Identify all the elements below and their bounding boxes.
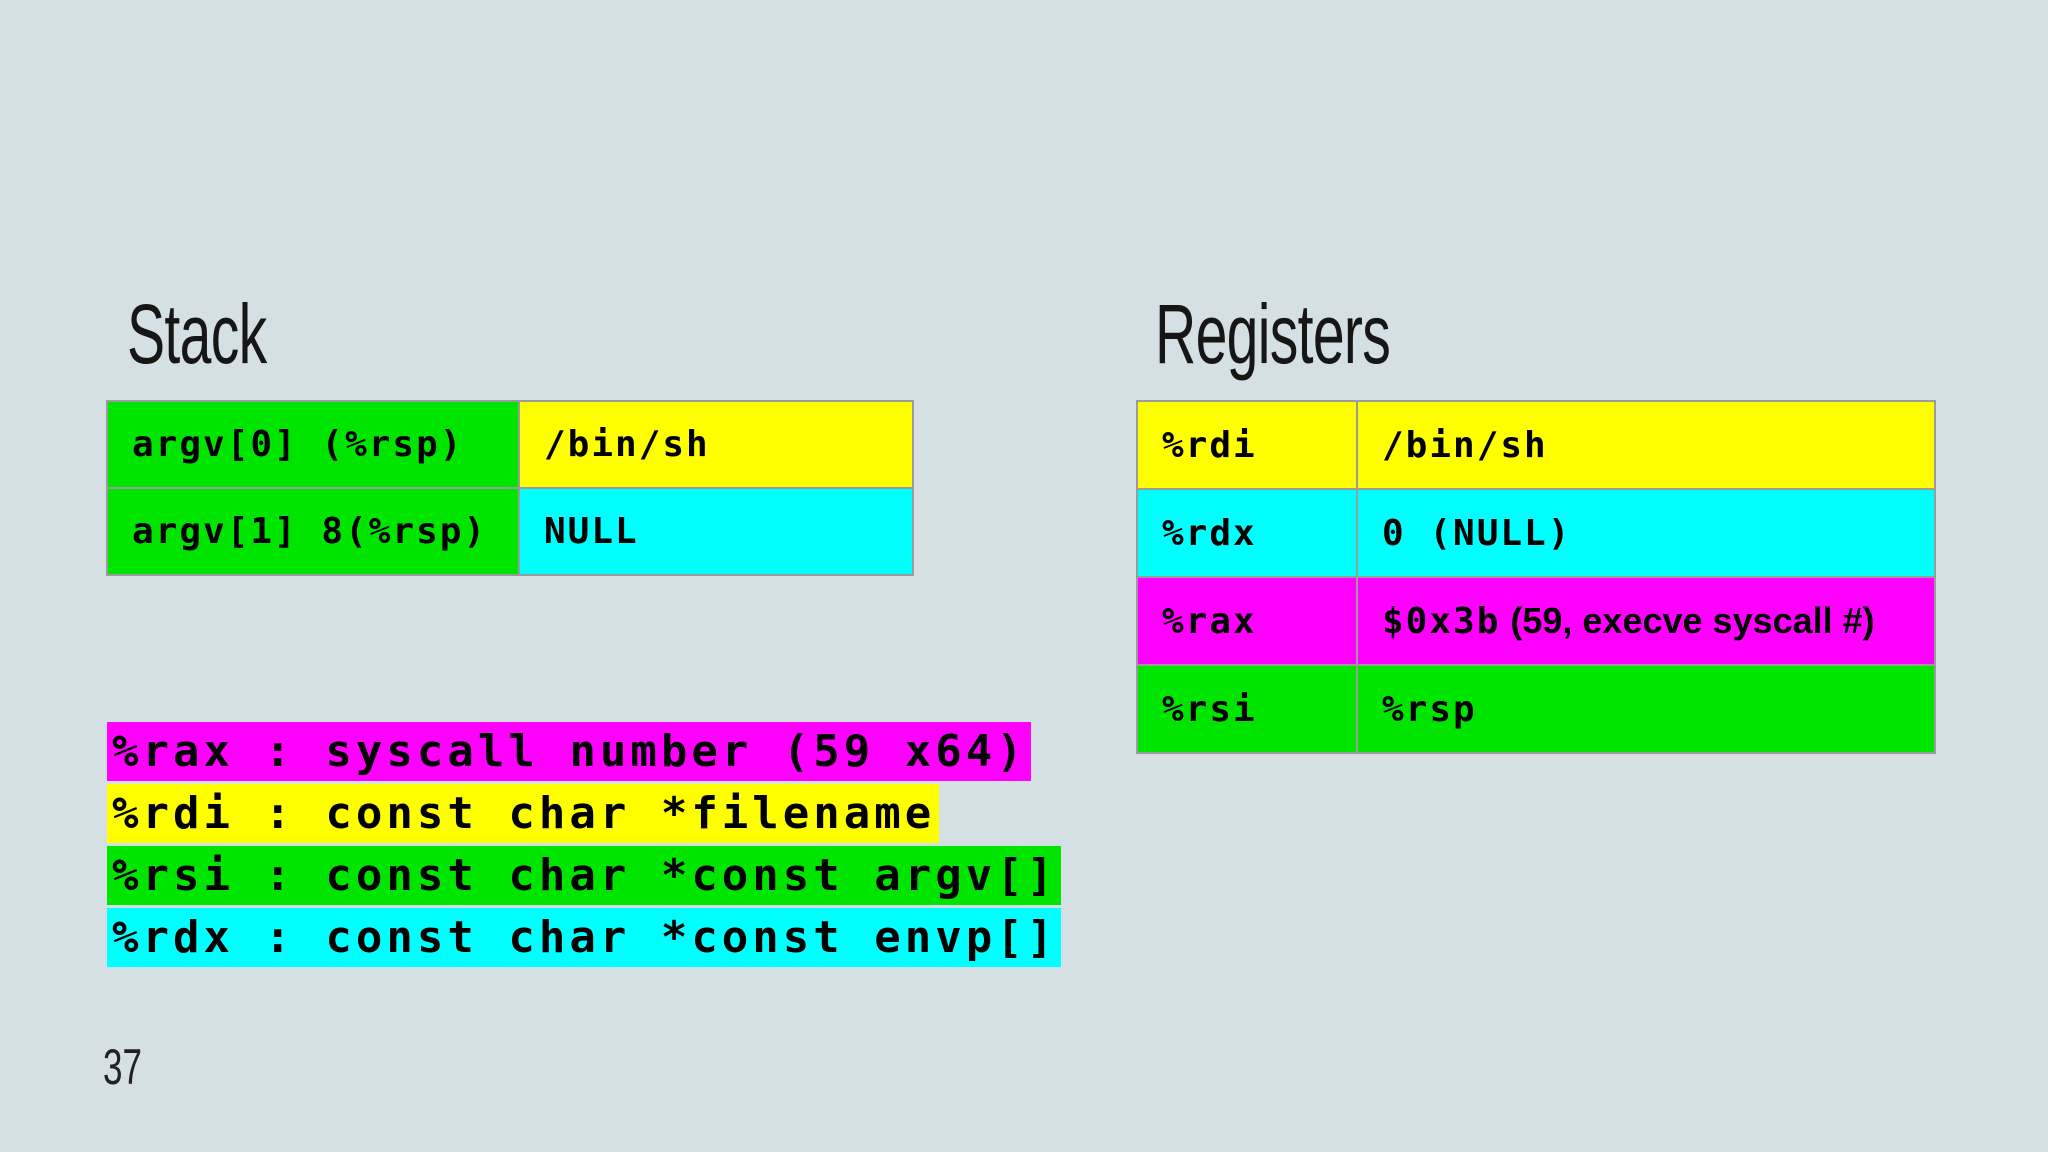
stack-cell-value: NULL bbox=[518, 487, 914, 576]
table-row: %rdx 0 (NULL) bbox=[1136, 488, 1936, 578]
registers-section-title: Registers bbox=[1155, 287, 1391, 381]
page-number: 37 bbox=[103, 1039, 142, 1095]
table-row: %rsi %rsp bbox=[1136, 664, 1936, 754]
register-value-note: (59, execve syscall #) bbox=[1510, 600, 1875, 641]
registers-table: %rdi /bin/sh %rdx 0 (NULL) %rax $0x3b(59… bbox=[1136, 400, 1936, 754]
register-cell-value: /bin/sh bbox=[1356, 400, 1936, 490]
register-cell-name: %rdx bbox=[1136, 488, 1358, 578]
register-value: $0x3b bbox=[1382, 601, 1501, 642]
stack-cell-value: /bin/sh bbox=[518, 400, 914, 489]
stack-cell-label: argv[0] (%rsp) bbox=[106, 400, 520, 489]
table-row: argv[0] (%rsp) /bin/sh bbox=[106, 400, 914, 489]
legend-line-rdx: %rdx : const char *const envp[] bbox=[107, 908, 1062, 967]
legend-line-rax: %rax : syscall number (59 x64) bbox=[107, 722, 1031, 781]
register-cell-name: %rax bbox=[1136, 576, 1358, 666]
register-cell-name: %rdi bbox=[1136, 400, 1358, 490]
table-row: %rdi /bin/sh bbox=[1136, 400, 1936, 490]
table-row: %rax $0x3b(59, execve syscall #) bbox=[1136, 576, 1936, 666]
stack-section-title: Stack bbox=[127, 287, 267, 381]
stack-cell-label: argv[1] 8(%rsp) bbox=[106, 487, 520, 576]
register-cell-name: %rsi bbox=[1136, 664, 1358, 754]
register-cell-value: $0x3b(59, execve syscall #) bbox=[1356, 576, 1936, 666]
legend-line-rdi: %rdi : const char *filename bbox=[107, 784, 940, 843]
syscall-arguments-legend: %rax : syscall number (59 x64) %rdi : co… bbox=[107, 722, 1062, 970]
stack-table: argv[0] (%rsp) /bin/sh argv[1] 8(%rsp) N… bbox=[106, 400, 914, 576]
legend-line-rsi: %rsi : const char *const argv[] bbox=[107, 846, 1062, 905]
register-cell-value: 0 (NULL) bbox=[1356, 488, 1936, 578]
register-cell-value: %rsp bbox=[1356, 664, 1936, 754]
table-row: argv[1] 8(%rsp) NULL bbox=[106, 487, 914, 576]
